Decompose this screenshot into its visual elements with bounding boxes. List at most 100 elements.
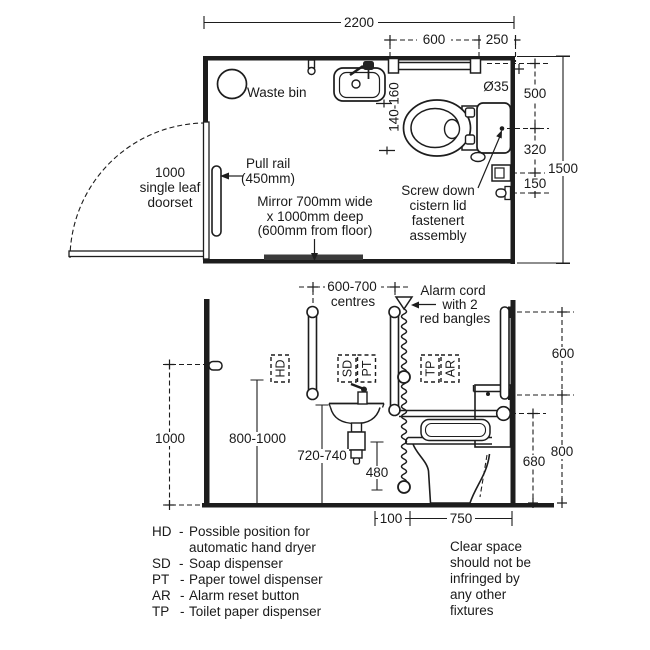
dim-door-handle: 1000 (155, 431, 185, 446)
legend-abbr: TP (152, 604, 169, 619)
dropdown-rail-pivot (495, 405, 512, 422)
tag-ar: AR (444, 360, 458, 377)
wall-fixtures-plan (491, 164, 512, 201)
door-swing-arc (69, 122, 207, 259)
coat-hook (307, 59, 316, 76)
waste-bin (216, 68, 248, 100)
dim-overall-width: 2200 (344, 15, 374, 30)
legend-abbr: HD (152, 524, 172, 539)
legend-dash: - (179, 524, 184, 539)
tag-sd: SD (341, 360, 355, 377)
plan-leaders (220, 130, 502, 261)
red-bangle-lower (397, 480, 411, 494)
grab-rail-2 (388, 305, 401, 417)
wc-pan (412, 443, 491, 504)
basin-plan (333, 61, 386, 102)
door-label-2: single leaf (140, 180, 201, 195)
mirror-label-3: (600mm from floor) (258, 223, 373, 238)
dim-dropdown-height: 680 (523, 454, 546, 469)
door-label-1: 1000 (155, 165, 185, 180)
plan-walls (203, 56, 515, 264)
legend-text: Possible position for (189, 524, 310, 539)
door-open-leaf (68, 250, 205, 258)
legend-dash: - (179, 556, 184, 571)
legend: HD - Possible position for automatic han… (152, 524, 323, 619)
mirror-label-2: x 1000mm deep (267, 209, 364, 224)
grab-rail-plan (387, 57, 482, 74)
tag-box-tp (420, 354, 440, 383)
note-line: Clear space (450, 539, 522, 554)
wc-plan (402, 99, 512, 163)
plan-labels: 2200 600 250 Ø35 500 320 150 1500 140-16… (140, 14, 581, 243)
note-line: infringed by (450, 571, 520, 586)
legend-dash: - (180, 604, 185, 619)
dim-wc-centre: 500 (524, 86, 547, 101)
alarm-cord (394, 296, 414, 494)
cistern-leader (477, 134, 502, 189)
plan-view: 2200 600 250 Ø35 500 320 150 1500 140-16… (68, 14, 581, 265)
pull-rail-handle (211, 165, 222, 237)
alarm-label-1: Alarm cord (420, 283, 485, 298)
tag-box-sd (337, 354, 357, 383)
alarm-label-3: red bangles (420, 311, 491, 326)
dim-wc-to-tp: 320 (524, 142, 547, 157)
dim-overall-depth: 1500 (548, 161, 578, 176)
note-line: any other (450, 587, 507, 602)
legend-text: Paper towel dispenser (189, 572, 323, 587)
dim-rail-length-elev: 600 (552, 346, 575, 361)
waste-bin-label: Waste bin (247, 85, 307, 100)
tag-box-pt (356, 354, 377, 383)
cistern-label-4: assembly (409, 228, 466, 243)
ceiling-pull (394, 296, 414, 311)
legend-text: Soap dispenser (189, 556, 283, 571)
legend-text: Toilet paper dispenser (189, 604, 322, 619)
tag-pt: PT (360, 360, 374, 376)
basin-elevation (328, 382, 385, 465)
dim-centres-1: 600-700 (327, 279, 377, 294)
tag-box-ar (440, 354, 460, 383)
tag-box-hd (270, 354, 290, 383)
rail-diameter: Ø35 (483, 79, 509, 94)
mirror-label-1: Mirror 700mm wide (257, 194, 373, 209)
dim-tp-gap: 150 (524, 176, 547, 191)
tap (363, 61, 374, 70)
elevation-labels: 600-700 centres Alarm cord with 2 red ba… (153, 279, 579, 526)
dim-cord-offset: 100 (380, 511, 403, 526)
clear-space-note: Clear space should not be infringed by a… (450, 539, 531, 618)
elevation-walls (202, 299, 554, 508)
dropdown-rail (399, 405, 512, 442)
cistern-label-1: Screw down (401, 183, 475, 198)
grab-rail-wall (499, 306, 515, 400)
legend-text: Alarm reset button (189, 588, 299, 603)
note-line: fixtures (450, 603, 494, 618)
basin-waste-hole (351, 79, 361, 89)
door-label-3: doorset (147, 195, 192, 210)
bottle-trap (347, 422, 366, 465)
dim-centres-2: centres (331, 294, 376, 309)
flush-handle (470, 151, 486, 163)
dim-corner: 250 (486, 32, 509, 47)
alarm-label-2: with 2 (441, 297, 477, 312)
dim-clear-space: 750 (450, 511, 473, 526)
wc-elevation (399, 384, 512, 504)
cistern-lid-screw (499, 126, 505, 131)
wc-hinge (464, 134, 476, 145)
wc-cistern-plan (476, 102, 512, 154)
legend-dash: - (180, 572, 185, 587)
legend-abbr: SD (152, 556, 171, 571)
door-assembly (68, 121, 222, 260)
dim-basin-gap: 140-160 (387, 82, 402, 132)
dim-rail-height: 800-1000 (229, 431, 286, 446)
dim-rail-top: 800 (551, 444, 574, 459)
legend-abbr: PT (152, 572, 169, 587)
pull-rail-label-1: Pull rail (246, 156, 290, 171)
elevation-view: HD SD PT TP AR (153, 279, 579, 526)
pull-rail-label-2: (450mm) (241, 171, 295, 186)
note-line: should not be (450, 555, 531, 570)
grab-rail-1 (306, 305, 319, 401)
dim-rail-length: 600 (423, 32, 446, 47)
cistern-label-3: fastenert (412, 213, 465, 228)
tag-hd: HD (274, 359, 288, 377)
